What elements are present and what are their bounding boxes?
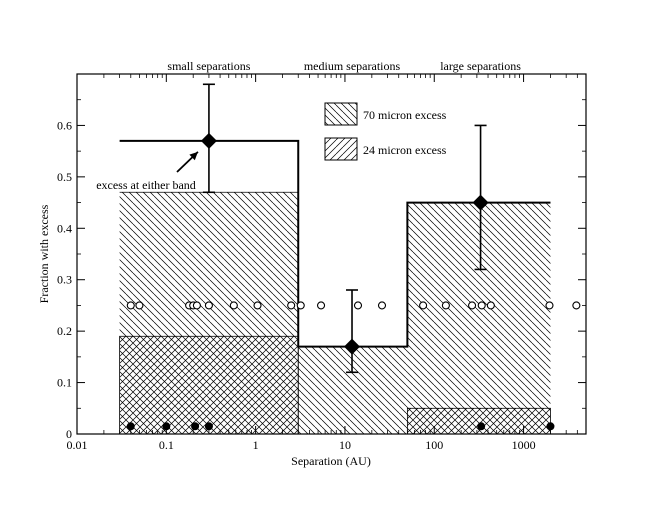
- x-axis-label: Separation (AU): [291, 454, 371, 468]
- open-circle-10: [316, 301, 326, 310]
- open-circle-8: [287, 301, 296, 310]
- legend-label-0: 70 micron excess: [363, 108, 447, 122]
- open-circle-17: [486, 301, 495, 310]
- object-markers: [126, 301, 581, 431]
- y-tick-label-3: 0.3: [57, 273, 72, 287]
- either-band-points: [200, 83, 489, 374]
- open-circle-11: [353, 301, 363, 310]
- x-tick-label-2: 1: [253, 438, 259, 452]
- bar-70-micron-2: [407, 202, 551, 434]
- diamond-0: [200, 132, 217, 149]
- open-circle-13: [419, 301, 428, 310]
- x-tick-label-4: 100: [425, 438, 443, 452]
- legend-label-1: 24 micron excess: [363, 143, 447, 157]
- axis-labels: Separation (AU) Fraction with excess: [37, 204, 371, 468]
- legend-swatch-1: [324, 137, 358, 161]
- open-circle-16: [477, 301, 486, 310]
- axis-ticks: 0.01 0.1 1 10 100 1000 0 0.1 0.2 0.3 0.4 0.5 0.6: [57, 74, 587, 452]
- y-tick-label-2: 0.2: [57, 324, 72, 338]
- filled-circle-3: [204, 422, 213, 431]
- bar-24-micron-0: [119, 335, 299, 435]
- open-circle-12: [377, 301, 387, 310]
- annotation-arrow-head: [189, 151, 198, 161]
- open-circle-18: [545, 301, 554, 310]
- filled-circle-4: [477, 422, 486, 431]
- regime-label-0: small separations: [167, 59, 250, 73]
- y-tick-label-1: 0.1: [57, 376, 72, 390]
- x-tick-label-5: 1000: [512, 438, 536, 452]
- open-circle-9: [296, 301, 305, 310]
- open-circle-4: [192, 301, 201, 310]
- annotation: excess at either band: [96, 151, 199, 192]
- filled-circle-0: [126, 422, 135, 431]
- filled-circle-5: [546, 422, 555, 431]
- open-circle-1: [135, 301, 144, 310]
- regime-label-1: medium separations: [304, 59, 401, 73]
- y-tick-label-0: 0: [66, 427, 72, 441]
- bar-24-micron-2: [406, 407, 551, 435]
- x-tick-label-3: 10: [339, 438, 351, 452]
- legend-swatch-0: [324, 102, 358, 126]
- open-circle-15: [468, 301, 477, 310]
- open-circle-7: [253, 301, 262, 310]
- y-tick-label-5: 0.5: [57, 170, 72, 184]
- open-circle-0: [126, 301, 135, 310]
- y-tick-label-4: 0.4: [57, 221, 72, 235]
- open-circle-6: [229, 301, 238, 310]
- diamond-1: [344, 338, 361, 355]
- diamond-2: [472, 194, 489, 211]
- y-axis-label: Fraction with excess: [37, 204, 51, 303]
- x-tick-label-0: 0.01: [67, 438, 88, 452]
- open-circle-14: [441, 301, 450, 310]
- open-circle-5: [204, 301, 213, 310]
- annotation-text: excess at either band: [96, 178, 196, 192]
- histogram-bars: [119, 191, 551, 435]
- legend: 70 micron excess 24 micron excess: [324, 102, 447, 161]
- regime-label-2: large separations: [440, 59, 521, 73]
- open-circle-19: [572, 301, 581, 310]
- filled-circle-2: [191, 422, 200, 431]
- x-tick-label-1: 0.1: [159, 438, 174, 452]
- separation-regime-labels: small separations medium separations large…: [167, 59, 521, 73]
- y-tick-label-6: 0.6: [57, 118, 72, 132]
